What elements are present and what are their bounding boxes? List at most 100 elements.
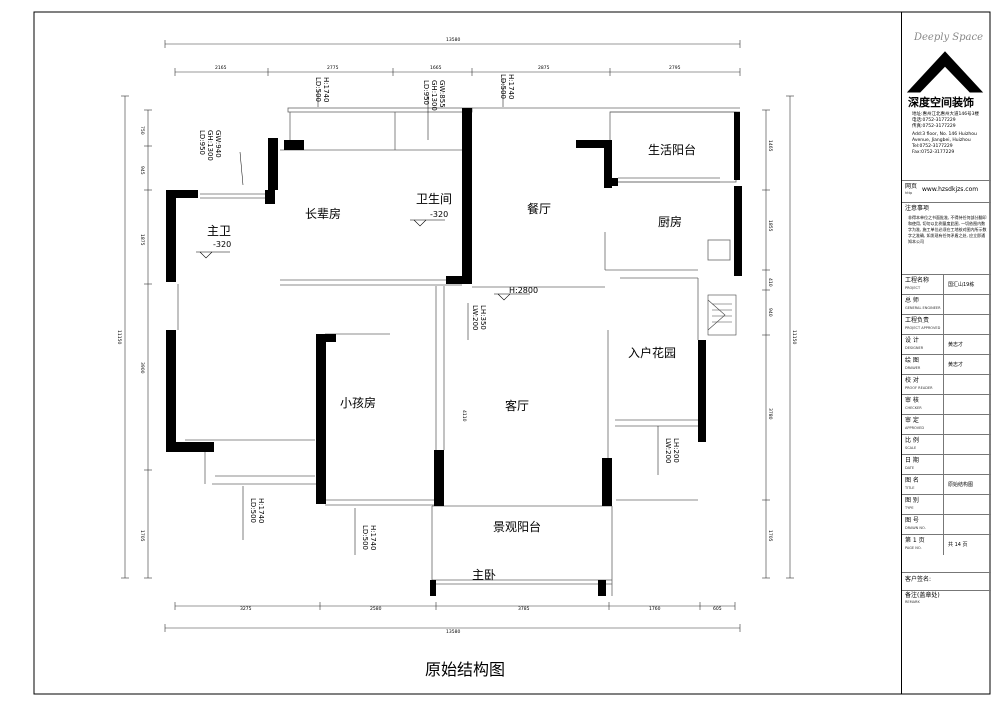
remarks-label: 备注(盖章处) [905,592,940,599]
logo-script-text: Deeply Space [914,32,984,43]
dim-top-2: 2775 [327,66,339,71]
window-note-line: LD:950 [422,80,430,106]
row-label-en: GENERAL ENGINEER [905,306,941,310]
notes-row: 注意事项 非得本单位之书面批准, 不得持任何部分翻印和使用, 切勿以比例量度此图… [902,202,991,273]
window-note-line: H:1740 [257,498,265,524]
row-label-en: DATE [905,466,915,470]
title-block: Deeply Space 深度空间装饰 地址:惠州江北惠州大道146号3楼 电话… [901,12,991,694]
tel: 电话:0752-3177229 [912,118,956,123]
row-label: 工程负责 [905,317,930,324]
row-label: 校 对 [905,377,919,384]
row-divider [943,535,944,555]
dim-overall-right: 11150 [791,330,796,345]
beam-note-entry: LH:200 LW:200 [664,438,680,478]
company-logo [906,51,984,93]
dim-right-6: 1705 [767,530,772,542]
title-block-row: 审 核 CHECKER [902,394,991,415]
row-label-en: DESIGNER [905,346,924,350]
row-label-en: CHECKER [905,406,922,410]
address-cn: 地址:惠州江北惠州大道146号3楼 [912,112,979,117]
room-label-master-bedroom: 主卧 [472,568,497,582]
row-divider [943,415,944,435]
row-value: 黄志才 [948,342,964,348]
row-label: 图 名 [905,477,919,484]
row-label: 比 例 [905,437,919,444]
dim-bottom-3: 3785 [518,607,530,612]
ceiling-height: H:2800 [509,286,539,295]
row-divider [943,455,944,475]
room-label-master-bath: 主卫 [207,224,232,238]
client-sign-label: 客户签名: [905,576,932,583]
room-label-landscape-balcony: 景观阳台 [493,520,542,534]
dim-bottom-1: 3275 [240,607,252,612]
row-label: 审 核 [905,397,919,404]
row-divider [943,475,944,495]
website-link[interactable]: www.hzsdkjzs.com [922,186,979,193]
dim-left-5: 1705 [139,530,144,542]
row-label-en: APPROVED [905,426,925,430]
dim-bottom-5: 605 [713,607,722,612]
notes-label: 注意事项 [905,205,930,212]
client-sign-row: 客户签名: [902,572,991,593]
row-divider [943,295,944,315]
dim-overall-left: 11150 [116,330,121,345]
beam-note-line: LW:200 [471,305,479,331]
row-label-en: TYPE [905,506,914,510]
title-block-row: 设 计 DESIGNER 黄志才 [902,334,991,355]
row-divider [943,435,944,455]
row-label-en: PAGE NO. [905,546,922,550]
dim-overall-bottom: 13580 [446,630,461,635]
row-divider [943,315,944,335]
row-value: 原始结构图 [948,482,974,488]
window-note-dining: H:1740 LD:500 [499,74,515,114]
dim-4110: 4110 [461,410,466,422]
row-divider [943,395,944,415]
row-label: 图 号 [905,517,919,524]
room-label-living: 客厅 [505,399,530,413]
leader-lines [239,78,659,555]
dim-top-5: 2795 [669,66,681,71]
dim-right-2: 1855 [767,220,772,232]
dim-top-1: 2165 [215,66,227,71]
row-label: 审 定 [905,417,919,424]
row-divider [943,355,944,375]
row-label-en: PROJECT APPROVED [905,326,941,330]
dim-top-3: 1665 [430,66,442,71]
window-note-line: GH:1300 [430,80,438,111]
drawing-title: 原始结构图 [425,660,506,679]
room-label-child-room: 小孩房 [340,396,377,410]
row-label-en: DRAWN NO. [905,526,926,530]
dim-left-1: 750 [139,126,144,135]
dim-bottom-2: 2580 [370,607,382,612]
web-label: 网页 [905,183,918,190]
address-en: Add:3 floor, No. 146 Huizhou Avenue, Jia… [912,132,977,143]
title-block-row: 审 定 APPROVED [902,414,991,435]
remarks-row: 备注(盖章处) REMARK [902,590,991,611]
level-master-bath: -320 [213,240,232,249]
room-label-dining: 餐厅 [527,202,552,216]
window-note-line: GW:855 [438,80,446,108]
dim-right-1: 1465 [767,140,772,152]
window-note-line: LD:500 [499,74,507,100]
dim-right-4: 940 [767,308,772,317]
remarks-en: REMARK [905,600,920,604]
row-divider [943,375,944,395]
room-label-entry-garden: 入户花园 [628,346,677,360]
tel-en: Tel:0752-3177229 [912,144,953,149]
row-value: 黄志才 [948,362,964,368]
row-value: 国汇山19栋 [948,282,975,288]
dim-bottom-4: 1760 [649,607,661,612]
sheet-frame [33,11,991,695]
title-block-row: 工程负责 PROJECT APPROVED [902,314,991,335]
window-note-line: H:1740 [507,74,515,100]
row-label: 设 计 [905,337,919,344]
room-label-bathroom: 卫生间 [416,192,453,206]
room-label-elder-room: 长辈房 [305,207,342,221]
window-note-line: LD:500 [314,77,322,103]
dim-left-4: 3900 [139,362,144,374]
